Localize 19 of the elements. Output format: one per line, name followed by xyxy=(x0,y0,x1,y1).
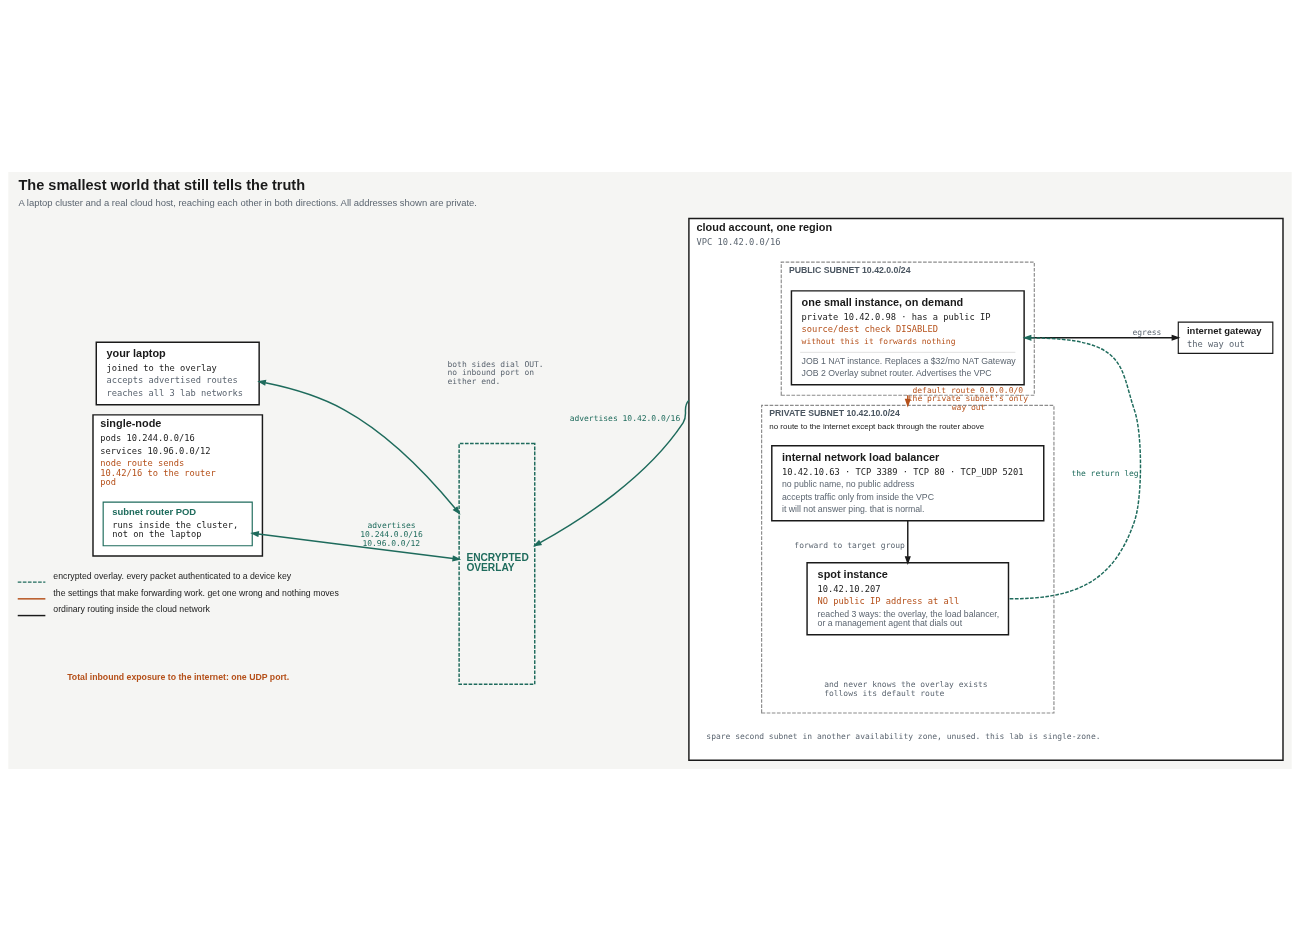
arrow xyxy=(1023,334,1181,341)
node-box: subnet router POD runs inside the cluster, not on the laptop xyxy=(102,501,253,546)
legend-label: encrypted overlay. every packet authenticated to a device key xyxy=(53,570,292,581)
node-box: internet gateway the way out xyxy=(1177,321,1274,354)
arrow xyxy=(250,530,462,561)
legend-label: the settings that make forwarding work. get one wrong and nothing moves xyxy=(53,587,339,598)
node-box: spot instance 10.42.10.207 NO public IP address at all reached 3 ways: the overlay, the load balancer, or a management agent that dials out xyxy=(806,561,1010,636)
diagram-title: The smallest world that still tells the truth xyxy=(18,176,306,193)
caption: A laptop cluster and a real cloud host, reaching each other in both directions. All addresses shown are private. xyxy=(18,196,477,208)
node-box: your laptop joined to the overlay accepts advertised routes reaches all 3 lab networks xyxy=(95,340,260,405)
arrow xyxy=(904,394,911,408)
arrow xyxy=(532,399,690,547)
arrow xyxy=(257,379,461,515)
arrow xyxy=(1008,334,1142,600)
node-box: internal network load balancer 10.42.10.63 · TCP 3389 · TCP 80 · TCP_UDP 5201 no public name, no public address accepts traffic only from inside the VPC it will not answer ping. that is normal. xyxy=(771,444,1045,521)
node-box: ENCRYPTED OVERLAY xyxy=(458,442,536,685)
label: Total inbound exposure to the internet: one UDP port. xyxy=(67,671,290,682)
legend-label: ordinary routing inside the cloud network xyxy=(53,603,210,614)
arrow xyxy=(904,519,911,565)
